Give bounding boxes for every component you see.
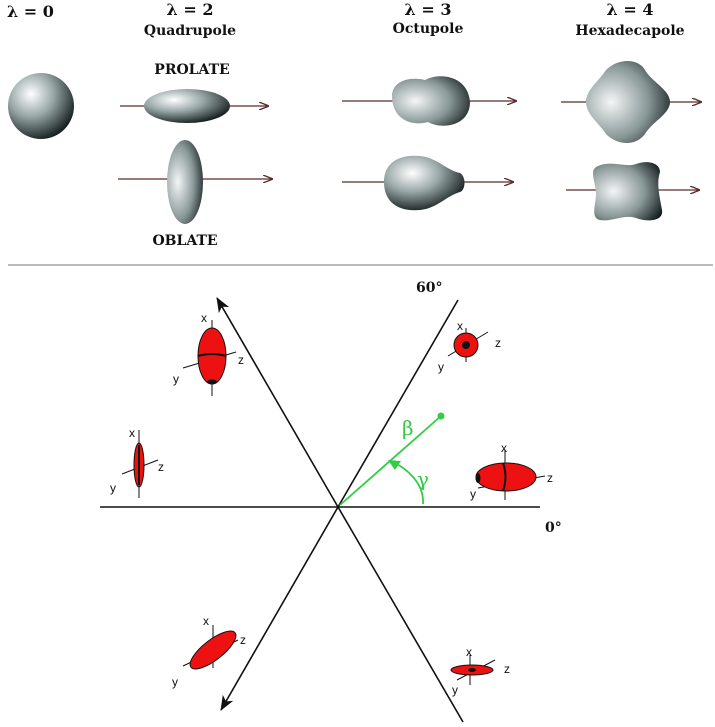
axis-y-label: y [110, 481, 116, 495]
prolate-shape [144, 89, 230, 123]
gamma-60-axis [337, 299, 459, 508]
sextant-arrow-lower-left [220, 506, 339, 711]
gamma-arc-arrowhead [388, 460, 401, 470]
hexadecapole-upper-shape [586, 61, 670, 143]
hexadecapole-label: Hexadecapole [575, 23, 684, 39]
quadrupole-label: Quadrupole [144, 23, 236, 39]
beta-endpoint [437, 412, 445, 420]
axis-y-label: y [173, 372, 179, 386]
axis-y-label: y [470, 487, 476, 501]
nucleus-right: x z y [470, 441, 553, 501]
gamma-arc [396, 463, 424, 505]
axis-z-label: z [547, 471, 553, 485]
beta-label: β [402, 416, 414, 440]
nucleus-core [468, 668, 476, 672]
oblate-label: OBLATE [152, 233, 217, 249]
axis-x-label: x [466, 645, 472, 659]
gamma-label: γ [417, 467, 429, 491]
nucleus-band [502, 462, 507, 492]
nucleus-lower-left: x z y [172, 614, 246, 689]
axis-x-label: x [129, 426, 135, 440]
axis-z-label: z [238, 353, 244, 367]
sphere-shape [8, 73, 74, 139]
nucleus-cap [475, 473, 481, 483]
angle-0-label: 0° [545, 520, 562, 536]
lambda-4-label: λ = 4 [607, 0, 654, 19]
nucleus-left: x z y [110, 426, 164, 498]
nucleus-cap [207, 379, 217, 385]
nucleus-upper-left: x z y [173, 311, 244, 396]
octupole-label: Octupole [393, 21, 464, 37]
lambda-3-label: λ = 3 [405, 0, 452, 19]
axis-z-label: z [240, 633, 246, 647]
sextant-line-lower-right [337, 506, 464, 723]
octupole-lower-shape [384, 155, 465, 211]
axis-z-label: z [495, 336, 501, 350]
nucleus-core [462, 341, 470, 349]
axis-z-label: z [504, 662, 510, 676]
prolate-label: PROLATE [154, 62, 229, 78]
axis-y-label: y [452, 683, 458, 697]
axis-y-label: y [438, 360, 444, 374]
axis-x-label: x [457, 319, 463, 333]
axis-x-label: x [501, 441, 507, 455]
oblate-shape [167, 140, 203, 224]
axis-x-label: x [203, 614, 209, 628]
nucleus-band [197, 353, 227, 357]
nucleus-body [189, 630, 237, 670]
lambda-2-label: λ = 2 [167, 0, 214, 19]
axis-y-label: y [172, 675, 178, 689]
octupole-upper-shape [392, 76, 470, 126]
nucleus-lower-right: x z y [450, 645, 510, 697]
axis-x-label: x [201, 311, 207, 325]
gamma-plane-panel: 60° 0° β γ x z y x z y [100, 280, 562, 723]
hexadecapole-lower-shape [592, 162, 663, 221]
nucleus-upper-right: x z y [438, 319, 501, 374]
angle-60-label: 60° [416, 280, 442, 296]
shapes-panel: λ = 0 λ = 2 Quadrupole λ = 3 Octupole λ … [7, 0, 701, 249]
lambda-0-label: λ = 0 [7, 2, 54, 21]
axis-z-label: z [158, 460, 164, 474]
sextant-arrow-upper-left [216, 297, 339, 508]
